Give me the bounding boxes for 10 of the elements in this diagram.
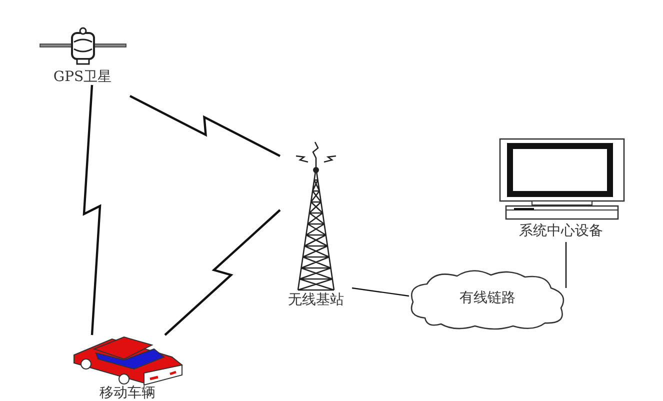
- cable-line: [352, 287, 410, 297]
- node-label: 移动车辆: [98, 385, 156, 401]
- node-label: 有线链路: [458, 290, 516, 307]
- node-label: 系统中心设备: [518, 223, 604, 240]
- lightning-link: [130, 95, 280, 157]
- lightning-link: [164, 209, 281, 336]
- node-label: 无线基站: [287, 292, 345, 309]
- cable-line: [565, 242, 567, 288]
- node-label: GPS卫星: [52, 69, 113, 86]
- lightning-link: [82, 84, 102, 336]
